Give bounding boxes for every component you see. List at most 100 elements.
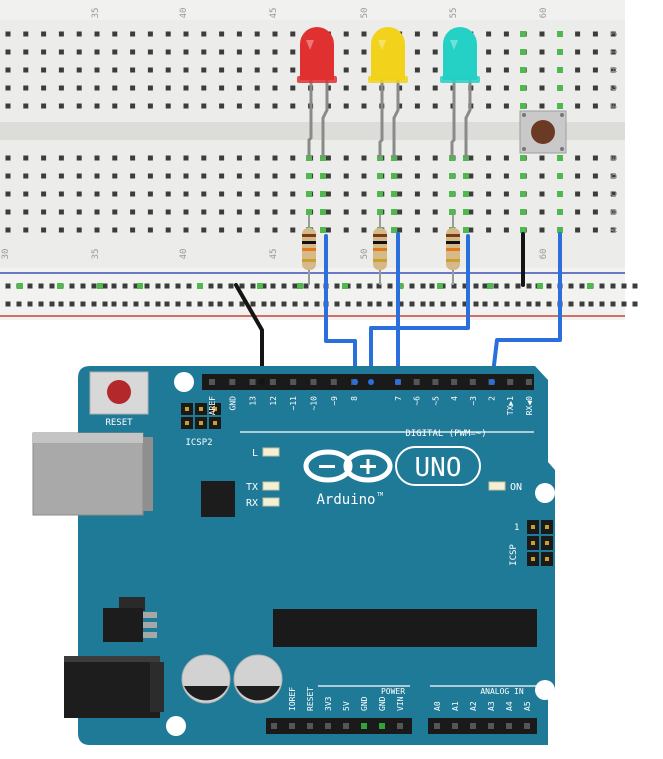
rail-hole bbox=[122, 283, 128, 289]
breadboard-hole bbox=[361, 103, 367, 109]
header-pin[interactable] bbox=[452, 723, 458, 729]
header-pin[interactable] bbox=[249, 379, 256, 385]
rail-hole bbox=[281, 301, 287, 307]
breadboard-hole bbox=[432, 227, 438, 233]
digital-pin-label: RX◀0 bbox=[525, 396, 534, 415]
header-pin[interactable] bbox=[269, 379, 276, 385]
breadboard-hole bbox=[343, 173, 349, 179]
wire-cyan-led bbox=[369, 234, 470, 384]
breadboard-hole bbox=[183, 155, 189, 161]
header-pin[interactable] bbox=[470, 723, 476, 729]
header-pin[interactable] bbox=[451, 379, 458, 385]
breadboard-hole bbox=[201, 31, 207, 37]
breadboard-hole bbox=[41, 85, 47, 91]
rail-hole bbox=[27, 301, 33, 307]
connected-hole bbox=[587, 283, 593, 289]
connected-hole bbox=[520, 103, 526, 109]
header-pin[interactable] bbox=[310, 379, 317, 385]
breadboard-hole bbox=[254, 155, 260, 161]
header-pin[interactable] bbox=[488, 723, 494, 729]
breadboard-hole bbox=[610, 173, 616, 179]
breadboard-hole bbox=[503, 49, 509, 55]
digital-label: DIGITAL (PWM=~) bbox=[405, 429, 486, 439]
header-pin[interactable] bbox=[413, 379, 420, 385]
rail-hole bbox=[16, 301, 22, 307]
breadboard-hole bbox=[343, 31, 349, 37]
breadboard-hole bbox=[361, 31, 367, 37]
header-pin[interactable] bbox=[434, 723, 440, 729]
analog-pin-label: A2 bbox=[469, 701, 478, 711]
breadboard-hole bbox=[361, 227, 367, 233]
breadboard-hole bbox=[41, 191, 47, 197]
rail-hole bbox=[451, 283, 457, 289]
breadboard-hole bbox=[58, 191, 64, 197]
analog-label: ANALOG IN bbox=[480, 687, 524, 696]
rail-hole bbox=[387, 283, 393, 289]
breadboard-hole bbox=[414, 173, 420, 179]
breadboard-hole bbox=[94, 67, 100, 73]
header-pin[interactable] bbox=[507, 379, 514, 385]
rail-hole bbox=[429, 283, 435, 289]
led-rx-label: RX bbox=[246, 498, 258, 509]
breadboard-hole bbox=[23, 155, 29, 161]
icsp-pin-contact bbox=[531, 541, 535, 545]
breadboard-hole bbox=[575, 227, 581, 233]
rail-hole bbox=[102, 283, 108, 289]
header-pin[interactable] bbox=[271, 723, 277, 729]
rail-hole bbox=[610, 283, 616, 289]
header-pin[interactable] bbox=[343, 723, 349, 729]
connected-hole bbox=[449, 209, 455, 215]
breadboard-hole bbox=[112, 227, 118, 233]
header-pin[interactable] bbox=[432, 379, 439, 385]
header-pin[interactable] bbox=[361, 723, 367, 729]
header-pin[interactable] bbox=[379, 723, 385, 729]
breadboard-hole bbox=[486, 227, 492, 233]
led-tx-label: TX bbox=[246, 482, 258, 493]
rail-hole bbox=[164, 301, 170, 307]
usb-chip bbox=[201, 481, 235, 517]
connected-hole bbox=[520, 209, 526, 215]
header-pin[interactable] bbox=[325, 723, 331, 729]
digital-pin-label: 2 bbox=[488, 396, 497, 401]
breadboard-hole bbox=[254, 67, 260, 73]
reset-button[interactable] bbox=[89, 371, 149, 415]
header-pin[interactable] bbox=[307, 723, 313, 729]
breadboard-hole bbox=[112, 191, 118, 197]
breadboard-hole bbox=[5, 191, 11, 197]
breadboard-hole bbox=[5, 67, 11, 73]
breadboard-hole bbox=[147, 49, 153, 55]
rail-hole bbox=[261, 301, 267, 307]
breadboard-hole bbox=[397, 103, 403, 109]
header-pin[interactable] bbox=[289, 723, 295, 729]
breadboard-hole bbox=[503, 209, 509, 215]
breadboard-hole bbox=[165, 209, 171, 215]
led-on-label: ON bbox=[510, 482, 522, 493]
breadboard-hole bbox=[539, 173, 545, 179]
red-led bbox=[297, 27, 337, 158]
header-pin[interactable] bbox=[290, 379, 297, 385]
connected-hole bbox=[557, 155, 563, 161]
header-pin[interactable] bbox=[330, 379, 337, 385]
breadboard-hole bbox=[486, 85, 492, 91]
header-pin[interactable] bbox=[524, 723, 530, 729]
column-number: 35 bbox=[91, 249, 101, 260]
header-pin[interactable] bbox=[525, 379, 532, 385]
header-pin[interactable] bbox=[469, 379, 476, 385]
digital-pin-label: GND bbox=[228, 396, 237, 411]
breadboard-hole bbox=[575, 155, 581, 161]
breadboard-hole bbox=[76, 31, 82, 37]
breadboard-rail-area bbox=[0, 268, 625, 320]
header-pin[interactable] bbox=[209, 379, 215, 385]
header-pin[interactable] bbox=[506, 723, 512, 729]
breadboard-hole bbox=[112, 155, 118, 161]
capacitor bbox=[233, 654, 283, 704]
breadboard-hole bbox=[94, 103, 100, 109]
header-pin[interactable] bbox=[229, 379, 236, 385]
connected-hole bbox=[557, 173, 563, 179]
rail-hole bbox=[462, 283, 468, 289]
breadboard-hole bbox=[183, 49, 189, 55]
breadboard-hole bbox=[183, 85, 189, 91]
breadboard-hole bbox=[397, 155, 403, 161]
header-pin[interactable] bbox=[397, 723, 403, 729]
